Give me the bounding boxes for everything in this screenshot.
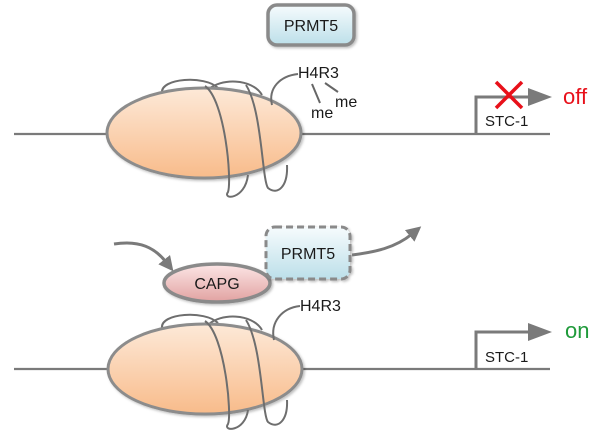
methyl-bond-1	[311, 83, 321, 104]
gene-label-2: STC-1	[485, 349, 528, 366]
panel-repressed: H4R3 me me PRMT5 STC-1 off	[14, 3, 588, 198]
arrow-head	[528, 88, 552, 106]
nucleosome-2	[106, 322, 304, 416]
histone-tail-2	[272, 305, 301, 341]
methyl-bond-2	[324, 82, 339, 93]
prmt5-box-released: PRMT5	[264, 225, 352, 281]
dna-wrap-back-2	[161, 313, 263, 331]
status-on-label: on	[565, 318, 589, 343]
prmt5-release-arrow	[351, 226, 422, 257]
nucleosome	[105, 86, 303, 180]
histone-mark-label: H4R3	[298, 65, 339, 82]
capg-incoming-arrow	[113, 241, 174, 272]
promoter-arrow-2	[474, 330, 528, 369]
capg-node: CAPG	[162, 262, 272, 304]
prmt5-box-bound: PRMT5	[266, 3, 356, 47]
prmt5-released-label: PRMT5	[281, 246, 335, 263]
panel-active: CAPG PRMT5 H4R3 STC-1 on	[14, 225, 589, 430]
gene-label: STC-1	[485, 113, 528, 130]
histone-tail	[270, 73, 299, 106]
prmt5-label: PRMT5	[284, 18, 338, 35]
methyl-label-2: me	[335, 94, 357, 111]
dna-wrap-front-2	[204, 319, 289, 430]
histone-mark-label-2: H4R3	[300, 298, 341, 315]
methyl-label-1: me	[311, 105, 333, 122]
dna-wrap-front	[204, 84, 289, 198]
blocked-x-icon	[494, 80, 524, 110]
status-off-label: off	[563, 84, 588, 109]
arrow-head-2	[528, 323, 552, 341]
capg-label: CAPG	[194, 276, 239, 293]
